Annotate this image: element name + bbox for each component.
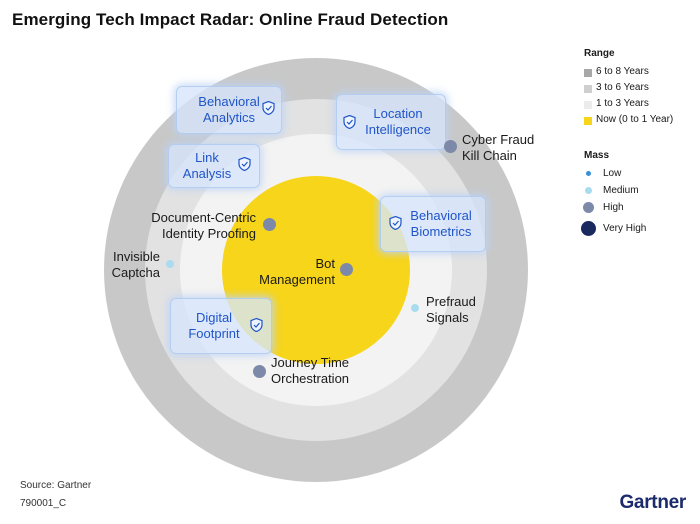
- tech-label: Link Analysis: [182, 150, 232, 181]
- dot-invisible-captcha: [166, 260, 174, 268]
- tech-invisible-captcha: Invisible Captcha: [111, 249, 160, 280]
- tech-label: Behavioral Analytics: [198, 94, 260, 125]
- tech-behavioral-analytics: Behavioral Analytics: [176, 86, 282, 134]
- legend-swatch-1-3: [584, 101, 592, 109]
- legend-dot-very-high: [581, 221, 596, 236]
- gartner-logo: Gartner: [619, 492, 686, 513]
- chart-title: Emerging Tech Impact Radar: Online Fraud…: [12, 10, 449, 29]
- tech-link-analysis: Link Analysis: [168, 144, 260, 188]
- document-id: 790001_C: [20, 498, 67, 509]
- tech-document-centric: Document-Centric Identity Proofing: [151, 210, 256, 241]
- dot-journey-time: [253, 365, 266, 378]
- source-note: Source: Gartner: [20, 480, 92, 491]
- tech-prefraud-signals: Prefraud Signals: [426, 294, 476, 325]
- legend-mass-high: High: [603, 202, 624, 213]
- dot-bot-management: [340, 263, 353, 276]
- tech-bot-management: Bot Management: [259, 256, 335, 287]
- shield-icon: [343, 115, 356, 129]
- legend-range-now: Now (0 to 1 Year): [596, 114, 674, 125]
- legend-swatch-3-6: [584, 85, 592, 93]
- shield-icon: [262, 101, 275, 115]
- shield-icon: [250, 318, 263, 332]
- legend-mass-low: Low: [603, 168, 622, 179]
- tech-label: Location Intelligence: [365, 106, 431, 137]
- legend-mass-very-high: Very High: [603, 223, 647, 234]
- tech-label: Digital Footprint: [188, 310, 240, 341]
- dot-document-centric: [263, 218, 276, 231]
- legend-dot-low: [586, 171, 591, 176]
- legend-swatch-now: [584, 117, 592, 125]
- legend-range-1-3: 1 to 3 Years: [596, 98, 649, 109]
- legend-mass-medium: Medium: [603, 185, 639, 196]
- tech-location-intelligence: Location Intelligence: [336, 94, 446, 150]
- legend-range-6-8: 6 to 8 Years: [596, 66, 649, 77]
- legend-dot-medium: [585, 187, 592, 194]
- shield-icon: [238, 157, 251, 171]
- legend-swatch-6-8: [584, 69, 592, 77]
- legend-range-title: Range: [584, 48, 615, 59]
- dot-cyber-fraud-kill-chain: [444, 140, 457, 153]
- legend-mass-title: Mass: [584, 150, 610, 161]
- tech-journey-time: Journey Time Orchestration: [271, 355, 350, 386]
- shield-icon: [389, 216, 402, 230]
- dot-prefraud-signals: [411, 304, 419, 312]
- tech-cyber-fraud-kill-chain: Cyber Fraud Kill Chain: [462, 132, 535, 163]
- legend-range-3-6: 3 to 6 Years: [596, 82, 649, 93]
- legend-dot-high: [583, 202, 594, 213]
- tech-digital-footprint: Digital Footprint: [170, 298, 272, 354]
- tech-behavioral-biometrics: Behavioral Biometrics: [380, 196, 486, 252]
- tech-label: Behavioral Biometrics: [410, 208, 472, 239]
